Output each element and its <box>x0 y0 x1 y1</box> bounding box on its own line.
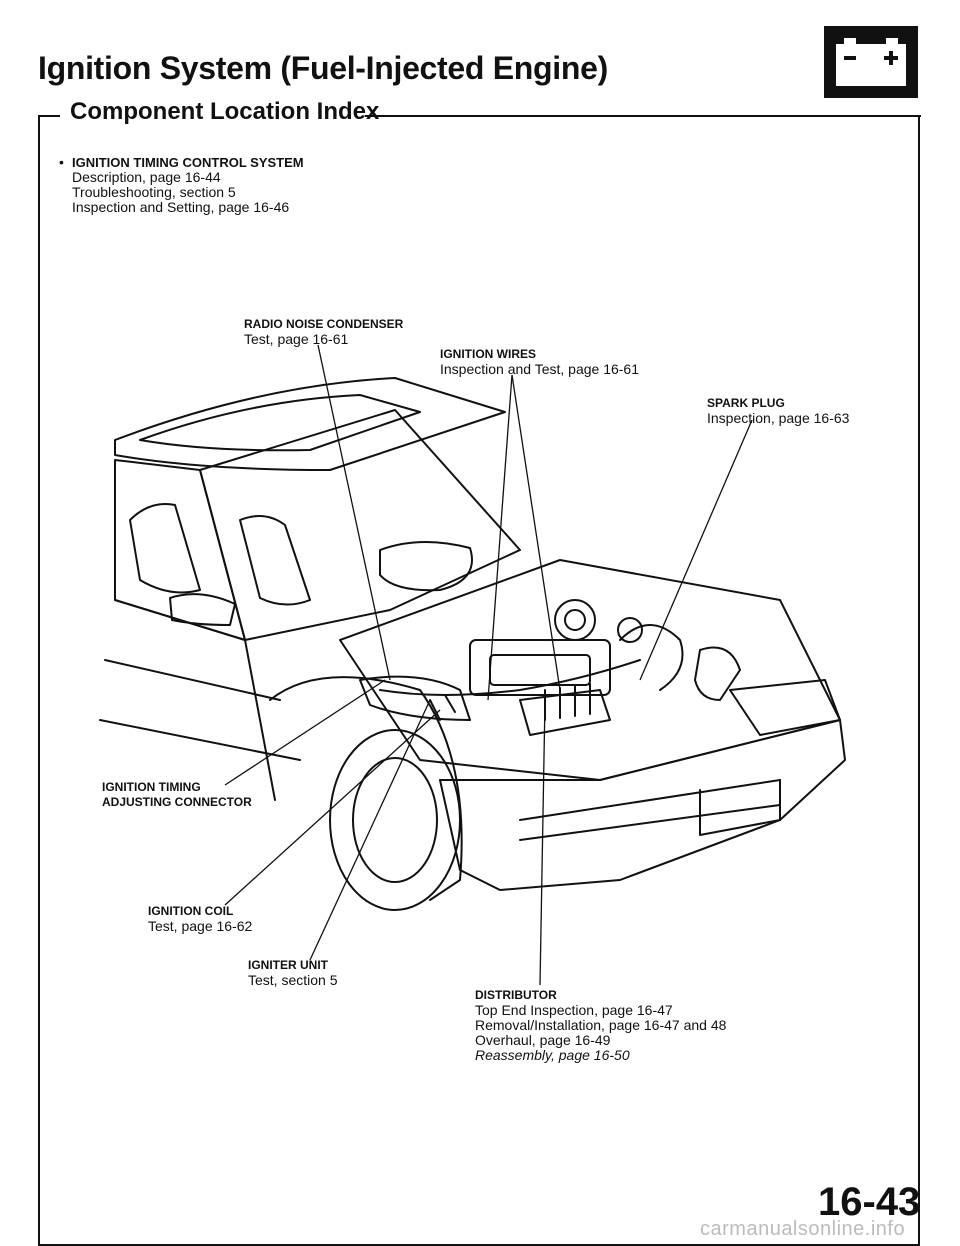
leader-spark-plug <box>639 419 753 681</box>
callout-ignition-wires: IGNITION WIRES Inspection and Test, page… <box>440 347 639 377</box>
leader-timing-connector <box>224 679 386 786</box>
callout-distributor: DISTRIBUTOR Top End Inspection, page 16-… <box>475 988 726 1063</box>
callout-ref: Test, section 5 <box>248 972 338 988</box>
leader-distributor <box>539 699 546 986</box>
callout-name: ADJUSTING CONNECTOR <box>102 795 252 809</box>
bullet-line: Inspection and Setting, page 16-46 <box>72 199 290 215</box>
callout-name: SPARK PLUG <box>707 396 785 410</box>
callout-ref: Top End Inspection, page 16-47 <box>475 1002 673 1018</box>
leader-ignition-wires-1 <box>487 374 513 701</box>
leader-ignition-wires-2 <box>511 374 561 691</box>
sunroof <box>139 394 421 452</box>
callout-name: IGNITION WIRES <box>440 347 536 361</box>
front-fender <box>269 676 463 901</box>
bullet-dot-icon: • <box>59 154 64 170</box>
callout-ref: Test, page 16-61 <box>244 331 349 347</box>
callout-ref: Reassembly, page 16-50 <box>475 1047 630 1063</box>
subtitle-rule-right <box>365 115 921 117</box>
callout-radio-noise-condenser: RADIO NOISE CONDENSER Test, page 16-61 <box>244 317 403 347</box>
front-wheel <box>329 729 461 911</box>
callout-ref: Overhaul, page 16-49 <box>475 1032 611 1048</box>
headlight <box>729 679 841 736</box>
front-bumper <box>439 719 846 891</box>
callout-ref: Inspection and Test, page 16-61 <box>440 361 640 377</box>
callout-timing-adjusting-connector: IGNITION TIMING ADJUSTING CONNECTOR <box>102 780 252 810</box>
timing-control-bullet: • IGNITION TIMING CONTROL SYSTEM Descrip… <box>59 155 304 215</box>
callout-name: DISTRIBUTOR <box>475 988 557 1002</box>
callout-ref: Test, page 16-62 <box>148 918 253 934</box>
page-title: Ignition System (Fuel-Injected Engine) <box>38 50 608 86</box>
callout-ref: Removal/Installation, page 16-47 and 48 <box>475 1017 727 1033</box>
callout-name: IGNITION TIMING <box>102 780 201 794</box>
callout-name: RADIO NOISE CONDENSER <box>244 317 404 331</box>
callout-igniter-unit: IGNITER UNIT Test, section 5 <box>248 958 338 988</box>
leader-igniter-unit <box>309 699 431 961</box>
subtitle-rule-left <box>38 115 60 117</box>
callout-name: IGNITION COIL <box>148 904 234 918</box>
bullet-heading: IGNITION TIMING CONTROL SYSTEM <box>72 155 304 170</box>
watermark-text: carmanualsonline.info <box>700 1218 906 1240</box>
section-subtitle: Component Location Index <box>70 98 380 125</box>
bullet-line: Description, page 16-44 <box>72 169 221 185</box>
page-number: 16-43 <box>818 1180 921 1224</box>
leader-radio-noise <box>317 344 391 681</box>
callout-ignition-coil: IGNITION COIL Test, page 16-62 <box>148 904 252 934</box>
bullet-line: Troubleshooting, section 5 <box>72 184 236 200</box>
roof-outline <box>114 377 506 471</box>
windshield <box>199 409 521 641</box>
callout-spark-plug: SPARK PLUG Inspection, page 16-63 <box>707 396 849 426</box>
battery-icon <box>824 26 918 98</box>
callout-ref: Inspection, page 16-63 <box>707 410 850 426</box>
callout-name: IGNITER UNIT <box>248 958 328 972</box>
side-mirror <box>169 593 236 626</box>
leader-ignition-coil <box>224 709 441 906</box>
